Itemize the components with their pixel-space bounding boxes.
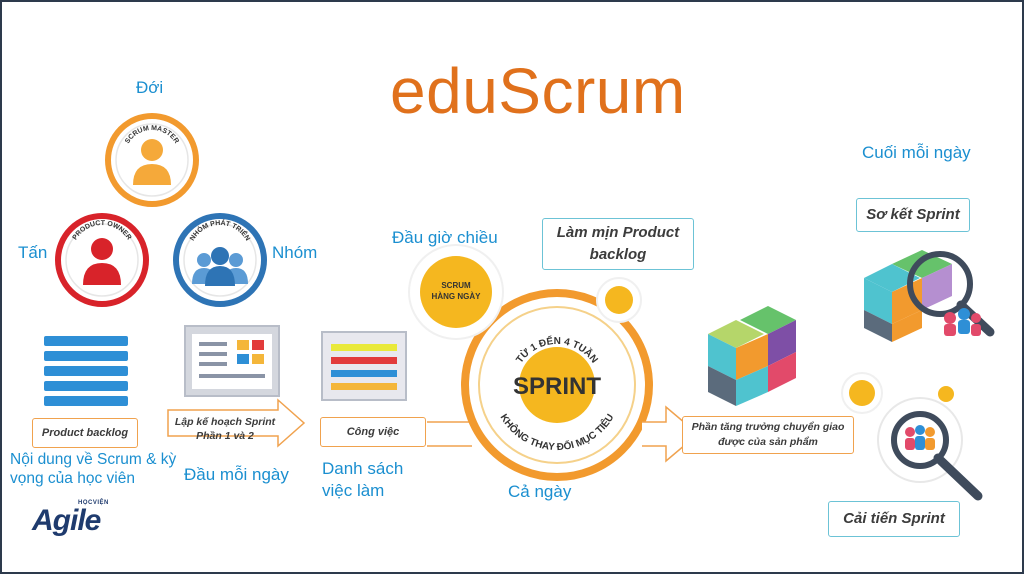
label-doi: Đới: [136, 78, 164, 97]
backlog-list-icon: [44, 336, 128, 406]
increment-cube-icon: [708, 306, 796, 406]
refinement-box: Làm mịn Product backlog: [542, 218, 694, 270]
page-title: eduScrum: [390, 55, 686, 127]
sprint-circle: [461, 289, 653, 481]
label-danh-sach: Danh sách việc làm: [322, 459, 404, 500]
label-dau-moi-ngay: Đầu mỗi ngày: [184, 465, 289, 484]
refinement-circle: [596, 277, 642, 323]
sprint-review-box: Sơ kết Sprint: [856, 198, 970, 232]
label-ca-ngay: Cả ngày: [508, 482, 572, 501]
planning-board-icon: [184, 325, 280, 397]
work-box: Công việc: [320, 417, 426, 447]
sprint-planning-box: Lập kế hoạch Sprint Phần 1 và 2: [174, 416, 276, 442]
work-list-icon: [321, 331, 407, 401]
sprint-label: SPRINT: [513, 373, 601, 400]
backlog-description: Nội dung về Scrum & kỳ vọng của học viên: [10, 451, 177, 487]
dev-team-icon: [173, 213, 267, 307]
logo-big-text: Agile: [32, 504, 101, 537]
retrospective-icon: [841, 372, 983, 501]
scrum-master-icon: [105, 113, 199, 207]
product-owner-icon: [55, 213, 149, 307]
daily-scrum-line1: SCRUM: [441, 281, 471, 290]
daily-scrum-circle: [408, 244, 504, 340]
label-tan: Tấn: [18, 243, 48, 262]
sprint-review-icon: [864, 250, 995, 342]
daily-scrum-line2: HÀNG NGÀY: [432, 292, 482, 301]
logo-small-text: HỌCVIỆN: [78, 500, 109, 506]
label-dau-gio-chieu: Đầu giờ chiều: [392, 228, 498, 247]
planning-arrow: [167, 398, 306, 448]
increment-box: Phần tăng trưởng chuyển giao được của sả…: [682, 416, 854, 454]
product-backlog-box: Product backlog: [32, 418, 138, 448]
retrospective-box: Cải tiến Sprint: [828, 501, 960, 537]
label-cuoi-moi-ngay: Cuối mỗi ngày: [862, 143, 971, 162]
label-nhom: Nhóm: [272, 243, 318, 262]
